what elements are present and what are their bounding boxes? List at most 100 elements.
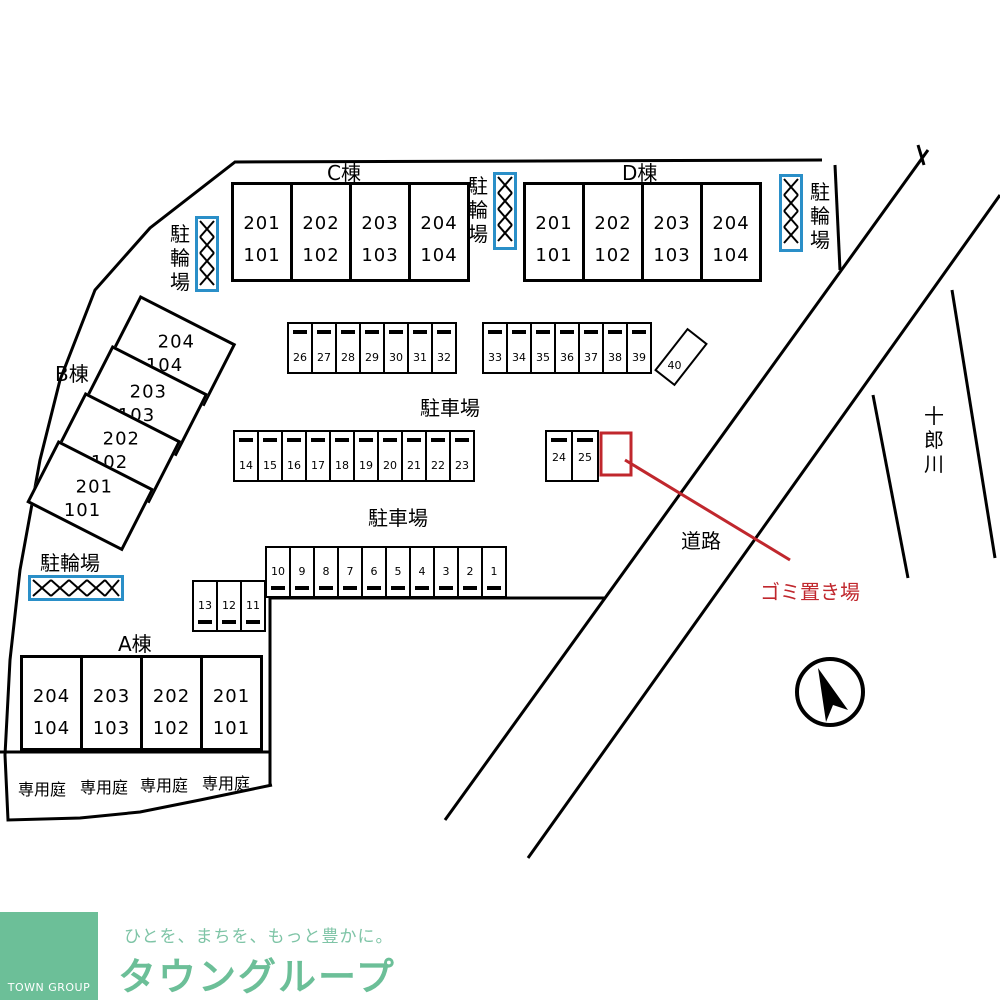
parking-lot-number: 10 [271, 565, 285, 578]
parking-lot-2: 2 [457, 546, 483, 598]
site-boundary [3, 158, 823, 822]
parking-lot-number: 11 [246, 599, 260, 612]
parking-lot-39: 39 [626, 322, 652, 374]
parking-lot-number: 26 [293, 351, 307, 364]
parking-stop-bar [198, 620, 212, 624]
parking-lot-number: 6 [370, 565, 378, 578]
parking-stop-bar [512, 330, 526, 334]
parking-lot-6: 6 [361, 546, 387, 598]
bicycle-label-b: 駐輪場 [40, 551, 100, 575]
parking-lot-number: 2 [466, 565, 474, 578]
parking-stop-bar [455, 438, 469, 442]
parking-stop-bar [317, 330, 331, 334]
parking-lot-number: 23 [455, 459, 469, 472]
parking-stop-bar [359, 438, 373, 442]
unit-number-upper: 204 [32, 686, 71, 707]
unit-number-upper: 202 [102, 428, 140, 450]
parking-stop-bar [343, 586, 357, 590]
bicycle-label-c: 駐輪場 [170, 222, 190, 294]
parking-lot-25: 25 [571, 430, 599, 482]
private-garden-label: 専用庭 [80, 778, 129, 797]
parking-lot-number: 37 [584, 351, 598, 364]
parking-stop-bar [222, 620, 236, 624]
parking-stop-bar [239, 438, 253, 442]
parking-lot-number: 34 [512, 351, 526, 364]
parking-lot-number: 20 [383, 459, 397, 472]
bicycle-rack-c [195, 216, 219, 292]
parking-stop-bar [415, 586, 429, 590]
unit-number-lower: 102 [302, 245, 340, 266]
parking-lot-5: 5 [385, 546, 411, 598]
parking-lot-number: 4 [418, 565, 426, 578]
parking-stop-bar [335, 438, 349, 442]
parking-lot-13: 13 [192, 580, 218, 632]
parking-lot-7: 7 [337, 546, 363, 598]
parking-stop-bar [319, 586, 333, 590]
compass-icon [795, 657, 865, 727]
parking-stop-bar [407, 438, 421, 442]
unit-number-lower: 103 [361, 245, 399, 266]
unit-number-upper: 204 [420, 213, 458, 234]
parking-lot-16: 16 [281, 430, 307, 482]
parking-lot-37: 37 [578, 322, 604, 374]
parking-lot-number: 35 [536, 351, 550, 364]
parking-lot-14: 14 [233, 430, 259, 482]
unit-number-upper: 201 [75, 476, 113, 498]
parking-stop-bar [391, 586, 405, 590]
parking-stop-bar [365, 330, 379, 334]
road-edge-right [526, 194, 1000, 859]
parking-stop-bar [488, 330, 502, 334]
road-edge-left [443, 149, 930, 821]
parking-stop-bar [341, 330, 355, 334]
parking-lot-19: 19 [353, 430, 379, 482]
parking-stop-bar [295, 586, 309, 590]
parking-lot-31: 31 [407, 322, 433, 374]
parking-lot-number: 39 [632, 351, 646, 364]
parking-stop-bar [367, 586, 381, 590]
parking-lot-number: 17 [311, 459, 325, 472]
unit-number-lower: 102 [594, 245, 632, 266]
parking-lot-29: 29 [359, 322, 385, 374]
parking-lot-20: 20 [377, 430, 403, 482]
parking-lot-number: 33 [488, 351, 502, 364]
parking-lot-8: 8 [313, 546, 339, 598]
parking-lot-number: 19 [359, 459, 373, 472]
parking-lot-11: 11 [240, 580, 266, 632]
bicycle-label-d: 駐輪場 [810, 180, 830, 252]
parking-stop-bar [463, 586, 477, 590]
parking-stop-bar [437, 330, 451, 334]
parking-lot-26: 26 [287, 322, 313, 374]
parking-lot-number: 13 [198, 599, 212, 612]
private-garden-label: 専用庭 [202, 774, 251, 793]
bicycle-rack-d [779, 174, 803, 252]
parking-stop-bar [560, 330, 574, 334]
brand-name: タウングループ [118, 955, 396, 999]
unit-number-upper: 203 [129, 381, 167, 403]
parking-stop-bar [487, 586, 501, 590]
parking-lot-number: 5 [394, 565, 402, 578]
parking-lot-30: 30 [383, 322, 409, 374]
parking-lot-number: 30 [389, 351, 403, 364]
building-d-label: D棟 [622, 161, 658, 185]
unit-number-upper: 204 [157, 331, 195, 353]
parking-lot-number: 25 [578, 451, 592, 464]
parking-lot-38: 38 [602, 322, 628, 374]
river-label: 十郎川 [924, 404, 944, 476]
parking-lot-number: 36 [560, 351, 574, 364]
parking-lot-34: 34 [506, 322, 532, 374]
parking-lot-number: 28 [341, 351, 355, 364]
parking-lot-number: 9 [298, 565, 306, 578]
parking-stop-bar [577, 438, 593, 442]
parking-stop-bar [608, 330, 622, 334]
parking-lot-3: 3 [433, 546, 459, 598]
parking-lot-35: 35 [530, 322, 556, 374]
parking-lot-17: 17 [305, 430, 331, 482]
